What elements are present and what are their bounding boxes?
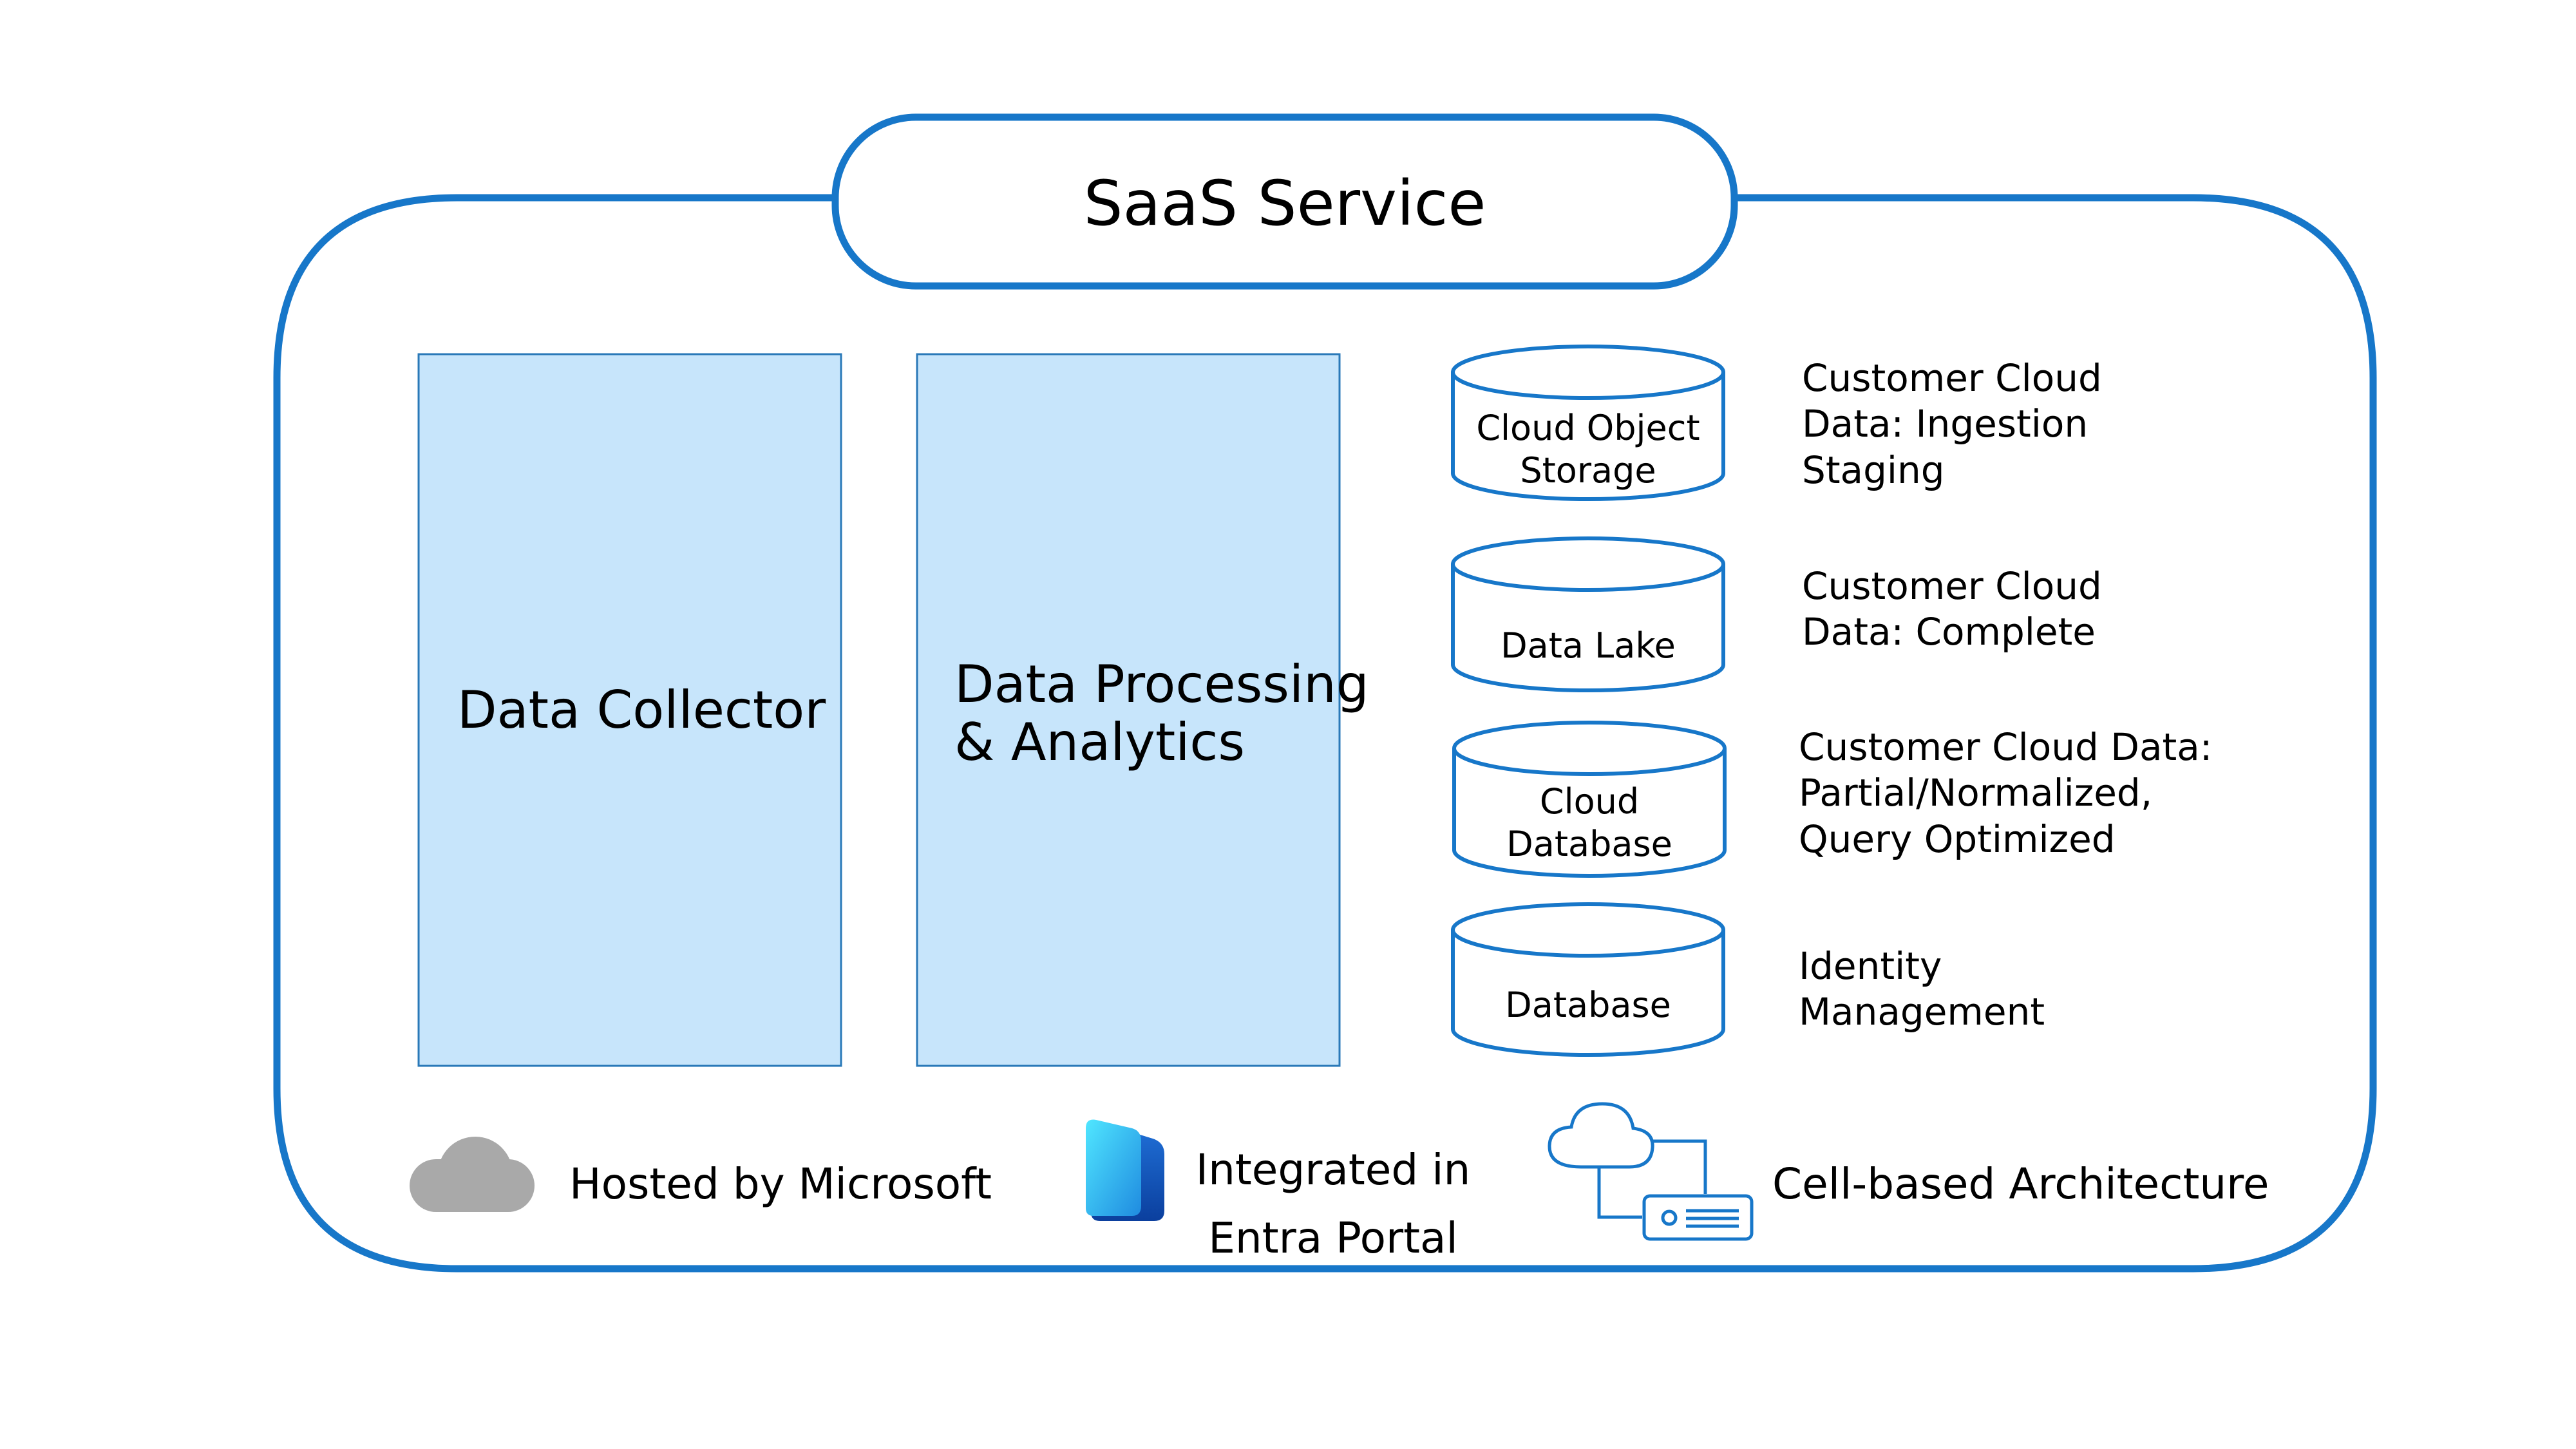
description-line: Partial/Normalized, — [1799, 771, 2153, 815]
store-label-line: Storage — [1520, 450, 1656, 491]
description-line: Customer Cloud Data: — [1799, 725, 2213, 769]
title-pill — [831, 113, 1738, 290]
entra-portal-label: Integrated in Entra Portal — [1159, 1136, 1507, 1272]
data-collector-box — [417, 353, 842, 1067]
cloud-database-label: Cloud Database — [1454, 781, 1725, 866]
cloud-database-cylinder — [1452, 721, 1727, 878]
data-processing-label: Data Processing & Analytics — [954, 656, 1369, 771]
data-lake-cylinder — [1451, 536, 1725, 692]
description-line: Data: Complete — [1802, 610, 2096, 654]
data-collector-label: Data Collector — [457, 680, 826, 740]
description-line: Customer Cloud — [1802, 564, 2102, 608]
data-lake-label: Data Lake — [1453, 625, 1723, 667]
description-line: Customer Cloud — [1802, 356, 2102, 400]
data-processing-line-1: Data Processing — [954, 654, 1369, 714]
database-label: Database — [1453, 984, 1723, 1027]
cell-architecture-icon — [1548, 1102, 1754, 1241]
store-label-line: Database — [1506, 823, 1672, 864]
cloud-database-description: Customer Cloud Data: Partial/Normalized,… — [1799, 724, 2212, 862]
store-label-line: Data Lake — [1501, 625, 1676, 666]
description-line: Data: Ingestion — [1802, 402, 2088, 446]
page-title: SaaS Service — [1083, 167, 1486, 240]
cloud-object-storage-cylinder — [1451, 345, 1725, 501]
entra-icon — [1086, 1119, 1164, 1221]
database-description: Identity Management — [1799, 943, 2045, 1036]
cloud-object-storage-description: Customer Cloud Data: Ingestion Staging — [1802, 355, 2102, 493]
data-processing-box — [916, 353, 1341, 1067]
store-label-line: Cloud — [1539, 781, 1640, 822]
cloud-object-storage-label: Cloud Object Storage — [1453, 407, 1723, 492]
description-line: Query Optimized — [1799, 817, 2116, 861]
description-line: Management — [1799, 990, 2045, 1034]
store-label-line: Database — [1505, 985, 1671, 1025]
store-label-line: Cloud Object — [1476, 408, 1700, 448]
data-lake-description: Customer Cloud Data: Complete — [1802, 564, 2102, 656]
saas-frame — [273, 194, 2377, 1273]
entra-label-line-1: Integrated in — [1195, 1145, 1471, 1195]
description-line: Staging — [1802, 448, 1945, 492]
hosted-by-microsoft-label: Hosted by Microsoft — [569, 1159, 992, 1209]
cloud-icon — [410, 1137, 535, 1212]
database-cylinder — [1451, 902, 1725, 1057]
data-processing-line-2: & Analytics — [954, 712, 1245, 772]
entra-label-line-2: Entra Portal — [1208, 1213, 1458, 1263]
description-line: Identity — [1799, 944, 1942, 988]
cell-based-architecture-label: Cell-based Architecture — [1772, 1159, 2269, 1209]
